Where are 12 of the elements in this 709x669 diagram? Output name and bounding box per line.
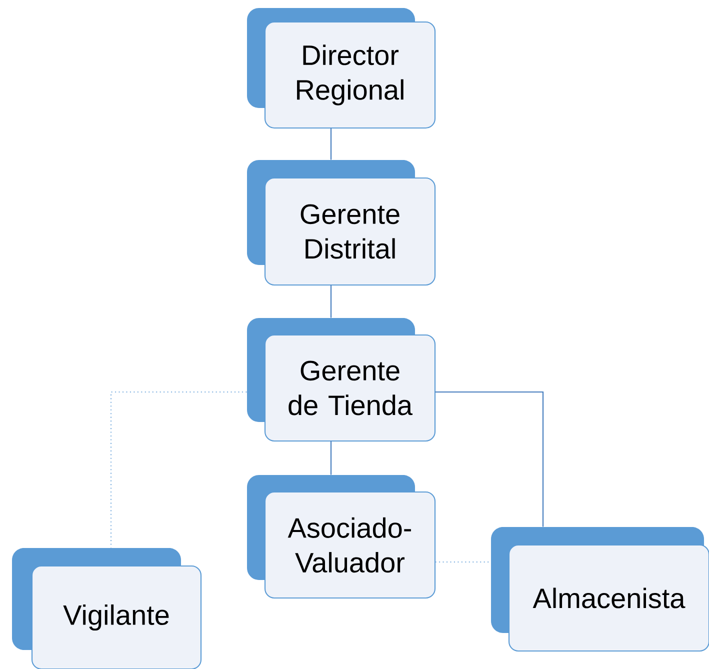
org-box: Vigilante bbox=[12, 548, 202, 669]
org-box: Gerente de Tienda bbox=[247, 318, 436, 442]
connector-line bbox=[435, 391, 544, 527]
org-box: Almacenista bbox=[491, 527, 709, 652]
connector-line bbox=[330, 128, 332, 160]
org-box: Asociado-Valuador bbox=[247, 475, 436, 599]
connector-line bbox=[110, 391, 247, 548]
connector-line bbox=[330, 285, 332, 318]
org-box: Director Regional bbox=[247, 8, 436, 129]
org-box: Gerente Distrital bbox=[247, 160, 436, 286]
connector-line bbox=[435, 561, 491, 563]
connector-line bbox=[330, 441, 332, 475]
